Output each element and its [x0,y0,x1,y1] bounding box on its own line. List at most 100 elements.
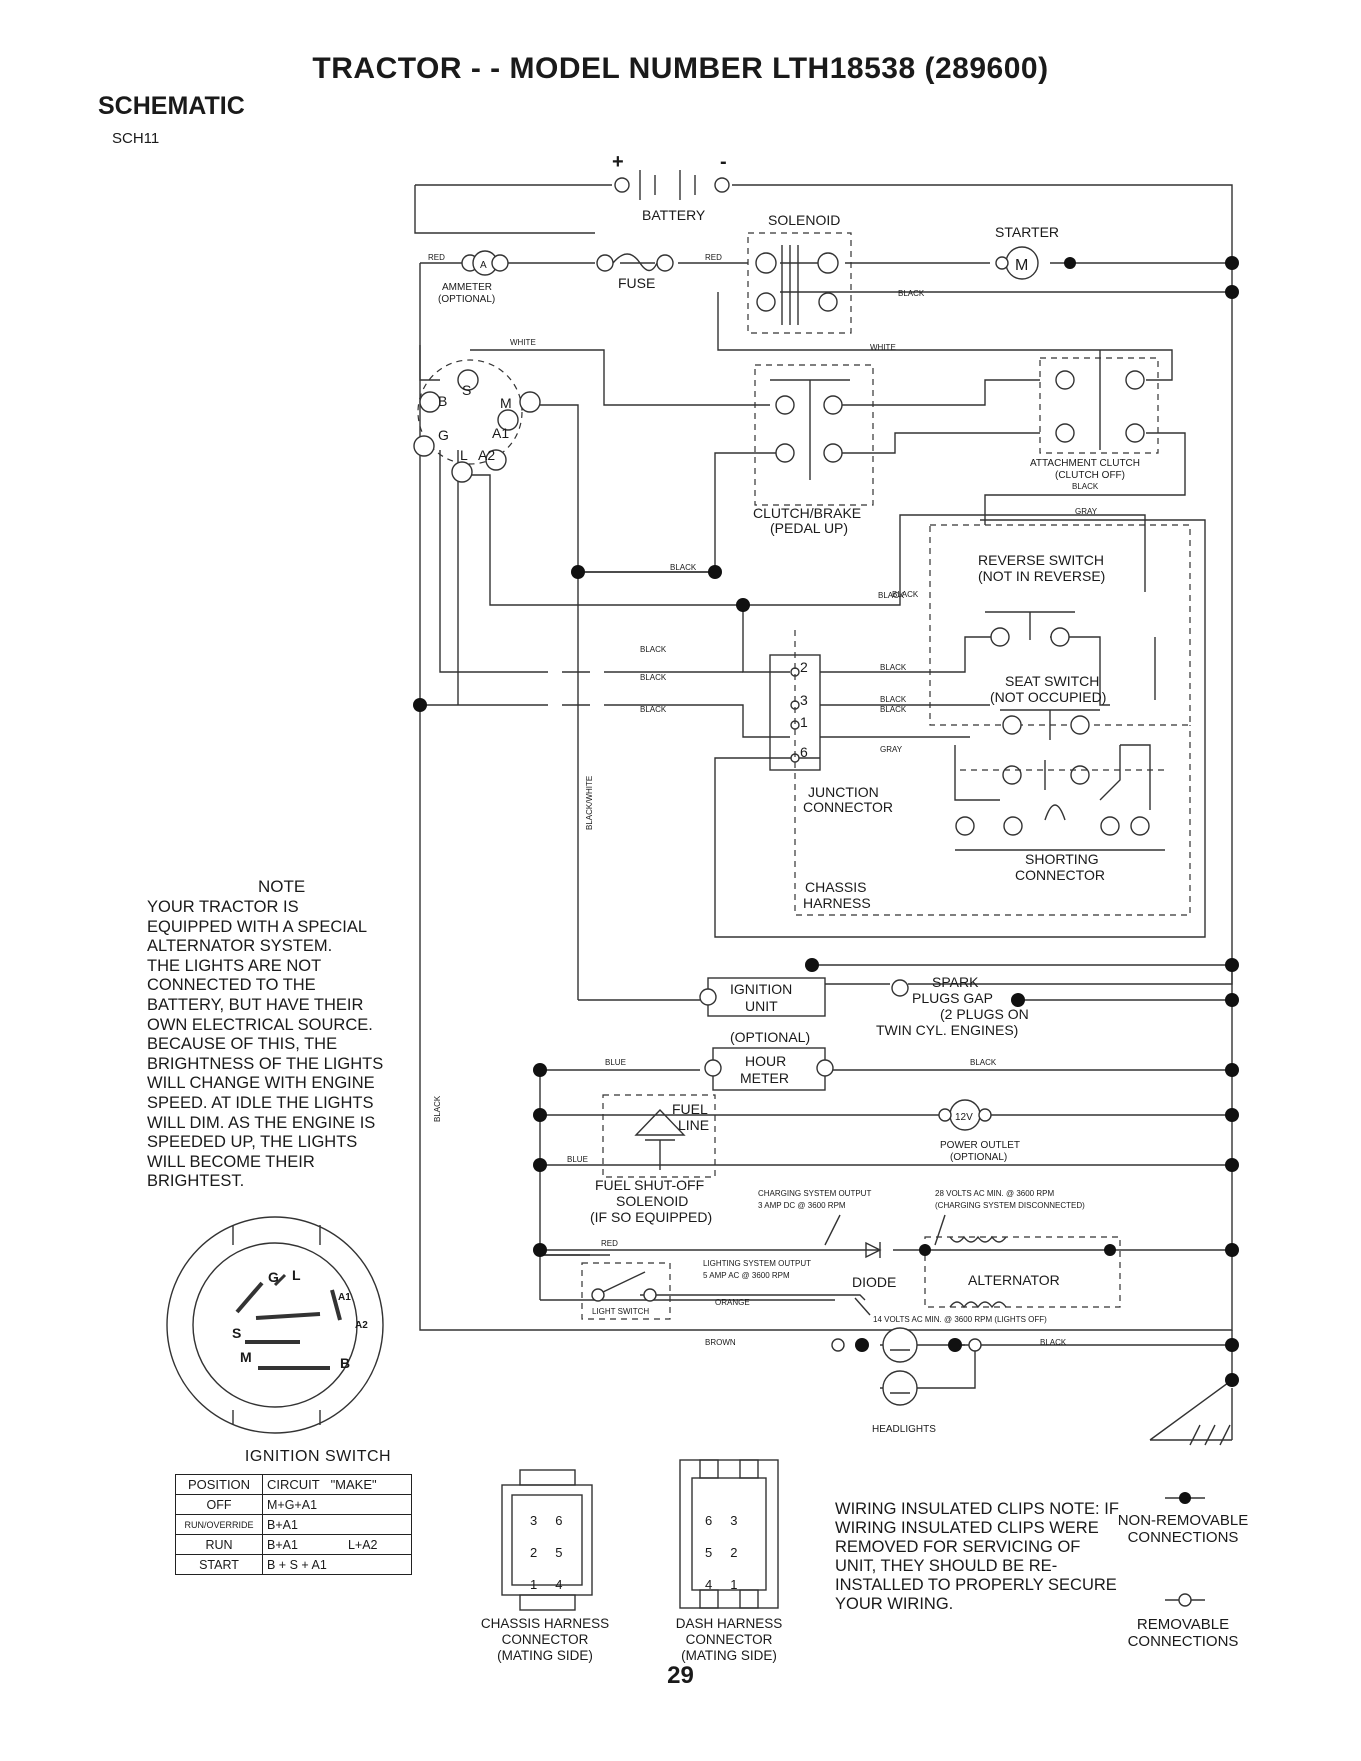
dash-pin: 3 [730,1513,738,1528]
header-make: "MAKE" [330,1477,377,1492]
chassis-connector-line3: (MATING SIDE) [497,1648,593,1663]
ammeter: A AMMETER (OPTIONAL) RED [428,250,509,305]
legend-symbols [1165,1492,1205,1607]
wire-black-rev: BLACK [892,590,919,599]
dash-connector-drawing [679,1459,779,1609]
dash-pin: 5 [705,1545,713,1560]
dash-connector-label: DASH HARNESS CONNECTOR (MATING SIDE) [654,1616,804,1664]
charging-label-2: 3 AMP DC @ 3600 RPM [758,1201,846,1210]
headlights: HEADLIGHTS [831,1327,982,1435]
header-position: POSITION [175,1474,263,1495]
face-a2: A2 [355,1320,368,1331]
row-circuit: B + S + A1 [262,1554,412,1575]
battery-minus: - [720,151,727,173]
starter: M STARTER WHITE [870,224,1059,352]
sw-b: B [438,393,447,409]
spark-label-4: TWIN CYL. ENGINES) [876,1022,1018,1038]
row-position: OFF [175,1494,263,1515]
power-outlet-label: POWER OUTLET [940,1140,1020,1151]
face-g: G [268,1269,279,1285]
wire-black-j1: BLACK [640,645,667,654]
table-row: RUN/OVERRIDE B+A1 [175,1514,412,1535]
attachment-clutch-switch: ATTACHMENT CLUTCH (CLUTCH OFF) BLACK GRA… [1030,350,1159,516]
face-b: B [340,1355,350,1371]
alternator: ALTERNATOR [924,1235,1121,1309]
spark-label-2: PLUGS GAP [912,990,993,1006]
pin-1: 1 [800,714,808,730]
ignition-unit-label-1: IGNITION [730,981,792,997]
charging-label-1: CHARGING SYSTEM OUTPUT [758,1189,871,1198]
dash-pin: 2 [730,1545,738,1560]
wire-white-top: WHITE [870,343,896,352]
lighting-label-1: LIGHTING SYSTEM OUTPUT [703,1259,811,1268]
pin-3: 3 [800,692,808,708]
wire-red: RED [428,253,445,262]
junction-connector: 2 3 1 6 JUNCTION CONNECTOR BLACK BLACK B… [640,563,907,815]
clutch-brake-label: CLUTCH/BRAKE [753,505,861,521]
wire-gray-j: GRAY [880,745,903,754]
harness-label: HARNESS [803,895,871,911]
header-circuit-make: CIRCUIT "MAKE" [262,1474,412,1495]
face-m: M [240,1349,252,1365]
volts28-label-1: 28 VOLTS AC MIN. @ 3600 RPM [935,1189,1054,1198]
wiring-clips-note: WIRING INSULATED CLIPS NOTE: IF WIRING I… [835,1500,1119,1613]
chassis-connector-drawing [501,1469,593,1611]
ground-symbol [1189,1424,1231,1446]
chassis-pin: 1 [530,1577,538,1592]
sw-m: M [500,395,512,411]
ammeter-a: A [480,260,487,271]
section-title: SCHEMATIC [98,92,245,120]
wire-black-j3: BLACK [640,705,667,714]
diode [865,1241,882,1259]
spark-label-1: SPARK [932,974,979,990]
fso-label-1: FUEL SHUT-OFF [595,1177,704,1193]
pedal-up-label: (PEDAL UP) [770,520,848,536]
wire-blue-2: BLUE [567,1155,588,1164]
dash-connector-line2: CONNECTOR [685,1632,773,1647]
hour-label-1: HOUR [745,1053,786,1069]
fso-label-3: (IF SO EQUIPPED) [590,1209,712,1225]
shorting-connector-label: CONNECTOR [1015,867,1105,883]
chassis-connector-line1: CHASSIS HARNESS [480,1616,610,1631]
pin-6: 6 [800,744,808,760]
sw-s: S [462,382,471,398]
wire-black-j7: BLACK [670,563,697,572]
battery: + - BATTERY [612,151,730,223]
row-circuit: B+A1 [262,1514,412,1535]
wire-brown: BROWN [705,1338,736,1347]
optional-label: (OPTIONAL) [730,1029,810,1045]
seat-switch: SEAT SWITCH (NOT OCCUPIED) [954,673,1121,801]
connection-nodes [413,256,1239,1387]
wire-red-2: RED [705,253,722,262]
chassis-connector-label: CHASSIS HARNESS CONNECTOR (MATING SIDE) [470,1616,620,1664]
face-a1: A1 [338,1292,351,1303]
spark-label-3: (2 PLUGS ON [940,1006,1029,1022]
power-outlet: 12V POWER OUTLET (OPTIONAL) [938,1099,1020,1163]
dash-pin: 4 [705,1577,713,1592]
wire-black-j6: BLACK [880,705,907,714]
light-switch-label: LIGHT SWITCH [592,1307,649,1316]
light-switch: LIGHT SWITCH [581,1262,671,1320]
fso-label-2: SOLENOID [616,1193,688,1209]
volts28-label-2: (CHARGING SYSTEM DISCONNECTED) [935,1201,1085,1210]
face-l: L [292,1267,301,1283]
starter-label: STARTER [995,224,1059,240]
battery-plus: + [612,151,624,173]
schematic-code: SCH11 [112,130,160,147]
sw-g: G [438,427,449,443]
starter-m: M [1015,257,1028,274]
wire-black-white: BLACK/WHITE [585,776,594,830]
charging-annotations: CHARGING SYSTEM OUTPUT 3 AMP DC @ 3600 R… [703,1189,1085,1347]
table-row: START B + S + A1 [175,1554,412,1575]
ignition-switch-label: IGNITION SWITCH [244,1448,392,1465]
not-occupied-label: (NOT OCCUPIED) [990,689,1106,705]
ignition-unit-label-2: UNIT [745,998,778,1014]
lighting-label-2: 5 AMP AC @ 3600 RPM [703,1271,790,1280]
